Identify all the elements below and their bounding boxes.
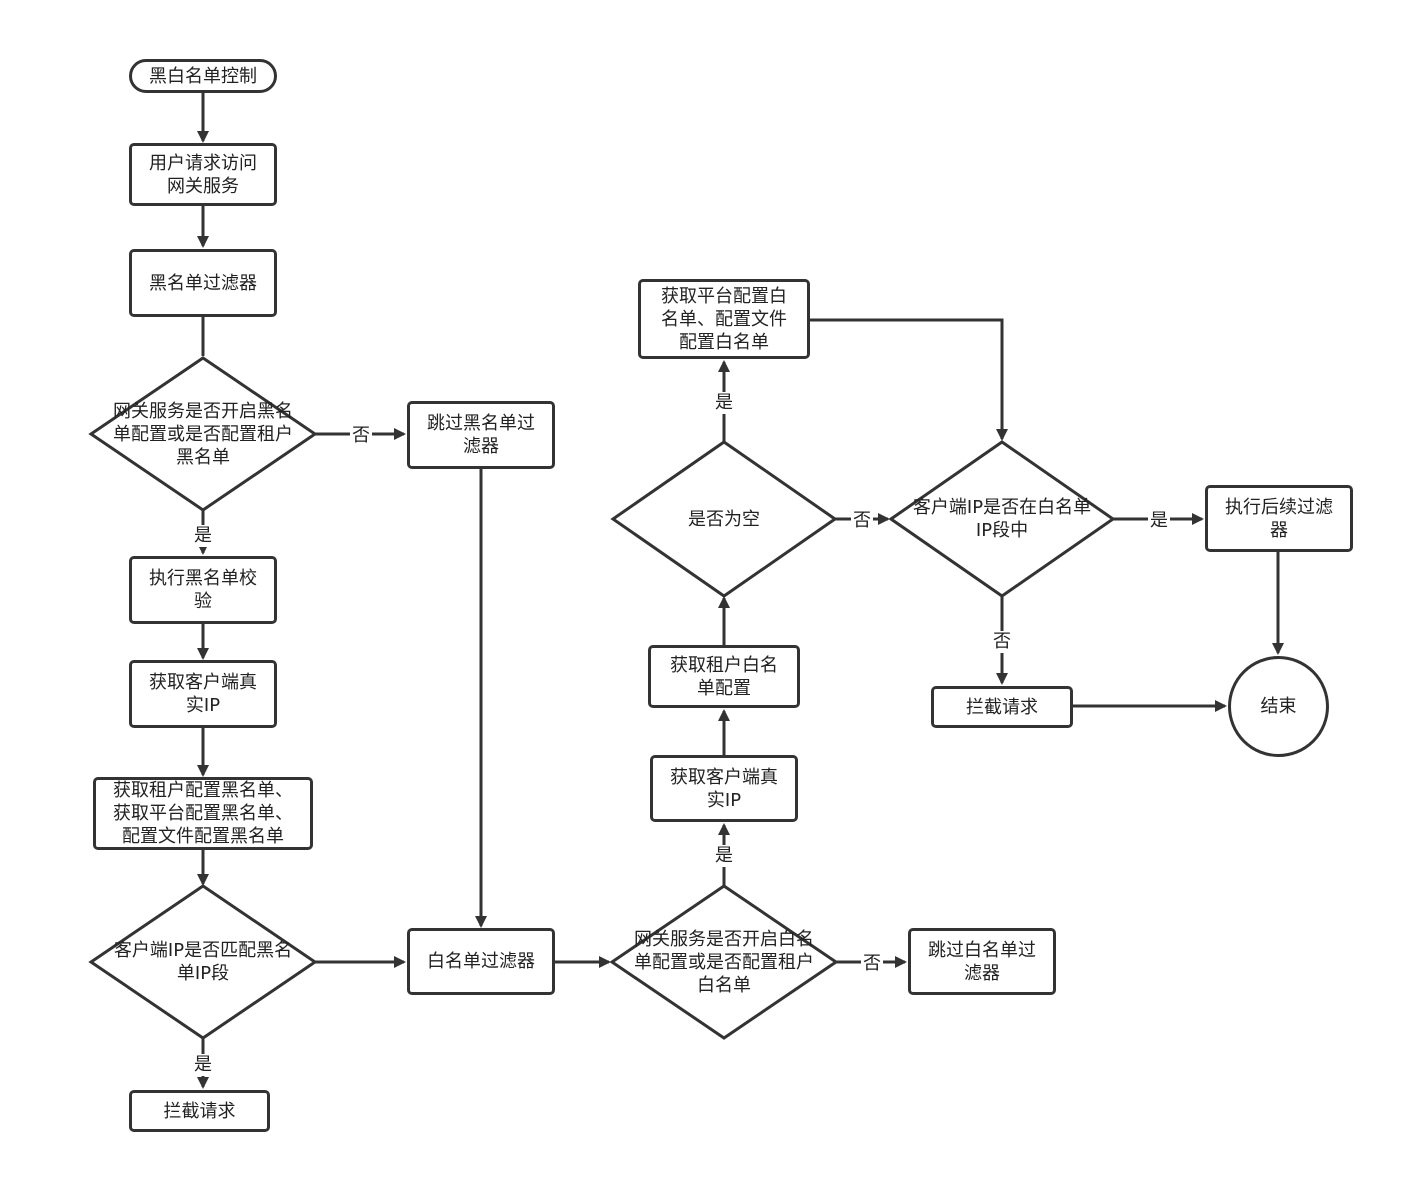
edge-label-blacklist-no: 否 [350, 425, 372, 447]
block-request-node-1: 拦截请求 [129, 1090, 270, 1132]
whitelist-filter-node: 白名单过滤器 [407, 928, 555, 995]
edge-label-empty-yes: 是 [713, 392, 735, 414]
end-node: 结束 [1228, 656, 1329, 757]
edge-label-inlist-yes: 是 [1148, 510, 1170, 532]
get-blacklists-node: 获取租户配置黑名单、 获取平台配置黑名单、 配置文件配置黑名单 [93, 777, 313, 850]
ip-in-whitelist-question: 客户端IP是否在白名单 IP段中 [912, 497, 1092, 541]
get-tenant-whitelist-node: 获取租户白名 单配置 [648, 645, 800, 708]
get-client-ip-node-2: 获取客户端真 实IP [650, 755, 798, 822]
whitelist-enabled-question: 网关服务是否开启白名 单配置或是否配置租户 白名单 [634, 928, 814, 996]
edge-label-whitelist-yes: 是 [713, 845, 735, 867]
get-client-ip-node-1: 获取客户端真 实IP [129, 660, 277, 728]
exec-next-filters-node: 执行后续过滤 器 [1205, 485, 1353, 552]
ip-match-blacklist-question: 客户端IP是否匹配黑名 单IP段 [113, 940, 293, 984]
block-request-node-2: 拦截请求 [931, 686, 1073, 728]
edge-label-empty-no: 否 [851, 510, 873, 532]
blacklist-filter-node: 黑名单过滤器 [129, 249, 277, 317]
edge-platform-whitelist-to-inlist [810, 318, 1008, 441]
start-node: 黑白名单控制 [129, 59, 277, 93]
is-empty-question: 是否为空 [688, 508, 760, 530]
edge-label-whitelist-no: 否 [861, 953, 883, 975]
skip-blacklist-node: 跳过黑名单过 滤器 [407, 401, 555, 469]
get-platform-whitelist-node: 获取平台配置白 名单、配置文件 配置白名单 [638, 279, 810, 359]
edge-label-inlist-no: 否 [991, 631, 1013, 653]
request-node: 用户请求访问 网关服务 [129, 143, 277, 206]
edge-label-match-yes: 是 [192, 1054, 214, 1076]
exec-blacklist-check-node: 执行黑名单校 验 [129, 556, 277, 624]
edge-label-blacklist-yes: 是 [192, 525, 214, 547]
skip-whitelist-node: 跳过白名单过 滤器 [908, 928, 1056, 995]
blacklist-enabled-question: 网关服务是否开启黑名 单配置或是否配置租户 黑名单 [113, 400, 293, 468]
diamond-whitelist-enabled [609, 884, 839, 1040]
